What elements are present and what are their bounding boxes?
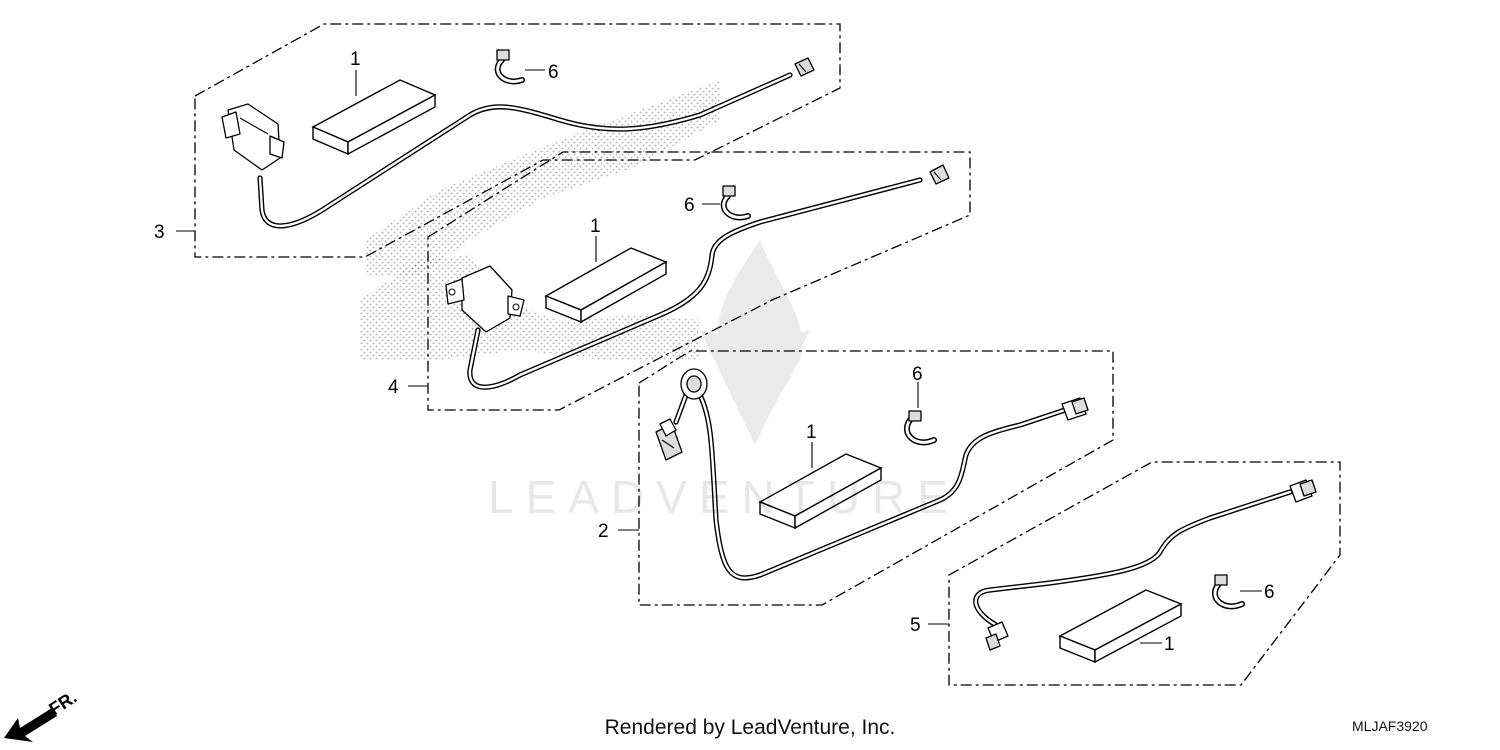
- rendered-by-footer: Rendered by LeadVenture, Inc.: [604, 716, 896, 739]
- cable-clip-icon: [904, 410, 937, 446]
- callout-pad-c: 1: [806, 422, 817, 443]
- kit-4-group: 4 1 6: [388, 151, 971, 411]
- cable-clip-icon: [720, 185, 751, 221]
- callout-clip-b: 6: [684, 195, 695, 216]
- adhesive-pad-icon: [544, 247, 668, 324]
- callout-pad-b: 1: [590, 216, 601, 237]
- kit-3-outline: [194, 23, 841, 258]
- callout-kit-3: 3: [154, 222, 165, 243]
- control-module-icon: [221, 103, 285, 171]
- wire-harness-4: [467, 177, 923, 390]
- adhesive-pad-icon: [758, 453, 883, 530]
- kit-2-group: 2 1: [598, 350, 1114, 606]
- callout-kit-2: 2: [598, 521, 609, 542]
- callout-clip-c: 6: [912, 364, 923, 385]
- connector-plug-icon: [1061, 397, 1089, 421]
- connector-plug-icon: [929, 164, 950, 185]
- connector-plug-icon: [1289, 479, 1317, 503]
- wire-harness-2: [673, 392, 1068, 581]
- kit-2-outline: [638, 350, 1114, 606]
- diagram-code: MLJAF3920: [1352, 718, 1428, 734]
- wire-harness-3: [257, 72, 793, 229]
- cable-clip-icon: [1212, 574, 1245, 610]
- control-module-icon: [445, 265, 525, 333]
- coupler-connector-icon: [655, 418, 683, 461]
- connector-plug-icon: [794, 57, 815, 77]
- kit-5-outline: [948, 461, 1341, 686]
- watermark-logo-icon: [700, 240, 810, 445]
- callout-clip-a: 6: [548, 62, 559, 83]
- callout-pad-d: 1: [1164, 634, 1175, 655]
- callout-kit-5: 5: [910, 615, 921, 636]
- kit-4-outline: [427, 151, 971, 411]
- cable-clip-icon: [494, 49, 525, 85]
- wire-harness-5: [973, 489, 1293, 628]
- grommet-icon: [680, 368, 708, 400]
- adhesive-pad-icon: [311, 79, 437, 156]
- adhesive-pad-icon: [1058, 589, 1183, 664]
- callout-kit-4: 4: [388, 377, 399, 398]
- kit-3-group: 3 1 6: [154, 23, 841, 258]
- callout-pad-a: 1: [350, 49, 361, 70]
- kit-5-group: 5 1 6: [910, 461, 1341, 686]
- callout-clip-d: 6: [1264, 582, 1275, 603]
- sensor-plug-icon: [985, 621, 1009, 651]
- watermark-text: LEADVENTURE: [488, 471, 960, 523]
